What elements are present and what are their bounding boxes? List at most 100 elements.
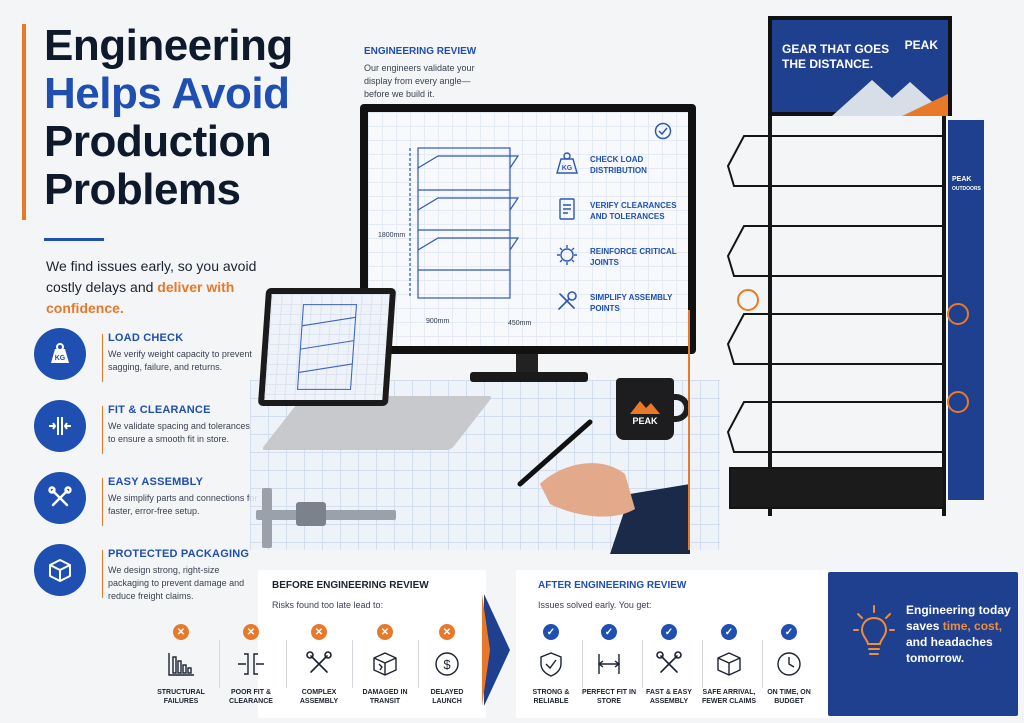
before-item: ✕ DAMAGED IN TRANSIT (354, 624, 416, 706)
inspection-marker (947, 303, 969, 325)
hand-with-pen (517, 419, 690, 554)
title-line: Engineering (44, 21, 293, 70)
title-rule (44, 238, 104, 241)
cta-text: Engineering today saves time, cost, and … (906, 602, 1014, 666)
before-label: POOR FIT & CLEARANCE (229, 689, 273, 705)
monitor-base (470, 372, 588, 382)
callout-line (688, 310, 690, 550)
after-item: ✓ FAST & EASY ASSEMBLY (638, 624, 700, 706)
x-icon: ✕ (377, 624, 393, 640)
before-item: ✕ POOR FIT & CLEARANCE (220, 624, 282, 706)
feature-divider (102, 406, 103, 454)
feature-title: LOAD CHECK (108, 332, 184, 344)
check-list: KG CHECK LOAD DISTRIBUTION VERIFY CLEARA… (554, 150, 694, 334)
before-label: COMPLEX ASSEMBLY (299, 689, 339, 705)
feature-load-check: KG LOAD CHECK We verify weight capacity … (34, 328, 264, 400)
before-item: ✕ COMPLEX ASSEMBLY (288, 624, 350, 706)
kg-weight-icon: KG (556, 152, 578, 174)
cta-panel (828, 572, 1018, 716)
dim-height: 1800mm (378, 232, 406, 239)
clock-icon (758, 648, 820, 680)
after-item: ✓ STRONG & RELIABLE (520, 624, 582, 706)
kg-weight-icon: KG (34, 328, 86, 380)
box-icon (34, 544, 86, 596)
misfit-icon (220, 648, 282, 680)
caliper-icon (256, 488, 396, 548)
review-desc: Our engineers validate your display from… (364, 63, 475, 99)
after-label: SAFE ARRIVAL, FEWER CLAIMS (701, 689, 757, 705)
after-item: ✓ PERFECT FIT IN STORE (578, 624, 640, 706)
inspection-marker (737, 289, 759, 311)
after-label: ON TIME, ON BUDGET (767, 689, 811, 705)
check-label: CHECK LOAD DISTRIBUTION (590, 155, 647, 175)
after-title: AFTER ENGINEERING REVIEW (538, 580, 687, 591)
feature-title: PROTECTED PACKAGING (108, 548, 250, 560)
feature-divider (102, 478, 103, 526)
after-panel (516, 570, 828, 718)
before-title: BEFORE ENGINEERING REVIEW (272, 580, 429, 591)
monitor-screen: 1800mm 900mm 450mm KG CHECK LOAD DISTRIB… (368, 112, 688, 346)
divider (418, 640, 419, 688)
bars-down-icon (150, 648, 212, 680)
before-item: ✕ $ DELAYED LAUNCH (416, 624, 478, 706)
after-item: ✓ SAFE ARRIVAL, FEWER CLAIMS (698, 624, 760, 706)
page-title: Engineering Helps Avoid Production Probl… (44, 22, 344, 214)
check-circle-icon (654, 122, 672, 140)
sign-text: GEAR THAT GOES THE DISTANCE. (782, 42, 890, 71)
tools-icon (288, 648, 350, 680)
check-icon: ✓ (601, 624, 617, 640)
monitor-stand (516, 354, 538, 374)
shield-check-icon (520, 648, 582, 680)
after-label: FAST & EASY ASSEMBLY (646, 689, 692, 705)
dim-width: 900mm (426, 318, 450, 325)
feature-desc: We simplify parts and connections for fa… (108, 493, 258, 516)
feature-divider (102, 334, 103, 382)
mountain-graphic (832, 80, 948, 116)
cta-part2: and headaches tomorrow. (906, 635, 993, 665)
before-label: STRUCTURAL FAILURES (157, 689, 205, 705)
feature-list: KG LOAD CHECK We verify weight capacity … (34, 328, 264, 616)
feature-easy-assembly: EASY ASSEMBLY We simplify parts and conn… (34, 472, 264, 544)
checklist-icon (559, 198, 575, 220)
check-label: SIMPLIFY ASSEMBLY POINTS (590, 293, 673, 313)
x-icon: ✕ (311, 624, 327, 640)
check-label: VERIFY CLEARANCES AND TOLERANCES (590, 201, 677, 221)
mountain-logo-icon (630, 401, 660, 414)
rack-sign: GEAR THAT GOES THE DISTANCE. PEAK (768, 16, 952, 116)
before-subtitle: Risks found too late lead to: (272, 600, 384, 610)
divider (642, 640, 643, 688)
before-item: ✕ STRUCTURAL FAILURES (150, 624, 212, 706)
cta-highlight: time, cost, (942, 619, 1003, 633)
wrench-icon (558, 291, 577, 310)
rack-wireframe (296, 304, 358, 390)
joint-icon (557, 245, 577, 265)
before-label: DELAYED LAUNCH (430, 689, 464, 705)
side-brand: PEAK (952, 176, 972, 183)
feature-desc: We verify weight capacity to prevent sag… (108, 349, 252, 372)
svg-text:$: $ (443, 657, 451, 672)
x-icon: ✕ (243, 624, 259, 640)
check-label: REINFORCE CRITICAL JOINTS (590, 247, 677, 267)
subtitle-text: We find issues early, so you avoid costl… (46, 258, 257, 295)
feature-title: FIT & CLEARANCE (108, 404, 211, 416)
display-rack (726, 116, 946, 516)
feature-desc: We design strong, right-size packaging t… (108, 565, 245, 601)
side-brand-sub: OUTDOORS (952, 186, 981, 192)
rack-wireframe (409, 147, 520, 299)
feature-protected-packaging: PROTECTED PACKAGING We design strong, ri… (34, 544, 264, 616)
divider (286, 640, 287, 688)
title-line: Production (44, 117, 272, 166)
check-item: KG CHECK LOAD DISTRIBUTION (554, 150, 694, 196)
svg-text:KG: KG (55, 355, 66, 362)
clearance-icon (34, 400, 86, 452)
feature-fit-clearance: FIT & CLEARANCE We validate spacing and … (34, 400, 264, 472)
before-panel (258, 570, 486, 718)
feature-desc: We validate spacing and tolerances to en… (108, 421, 250, 444)
divider (762, 640, 763, 688)
laptop-display (264, 294, 390, 400)
sign-brand: PEAK (904, 38, 938, 52)
mug-brand: PEAK (632, 416, 658, 426)
tools-icon (638, 648, 700, 680)
feature-title: EASY ASSEMBLY (108, 476, 204, 488)
subtitle-highlight: deliver with confidence. (46, 279, 235, 316)
